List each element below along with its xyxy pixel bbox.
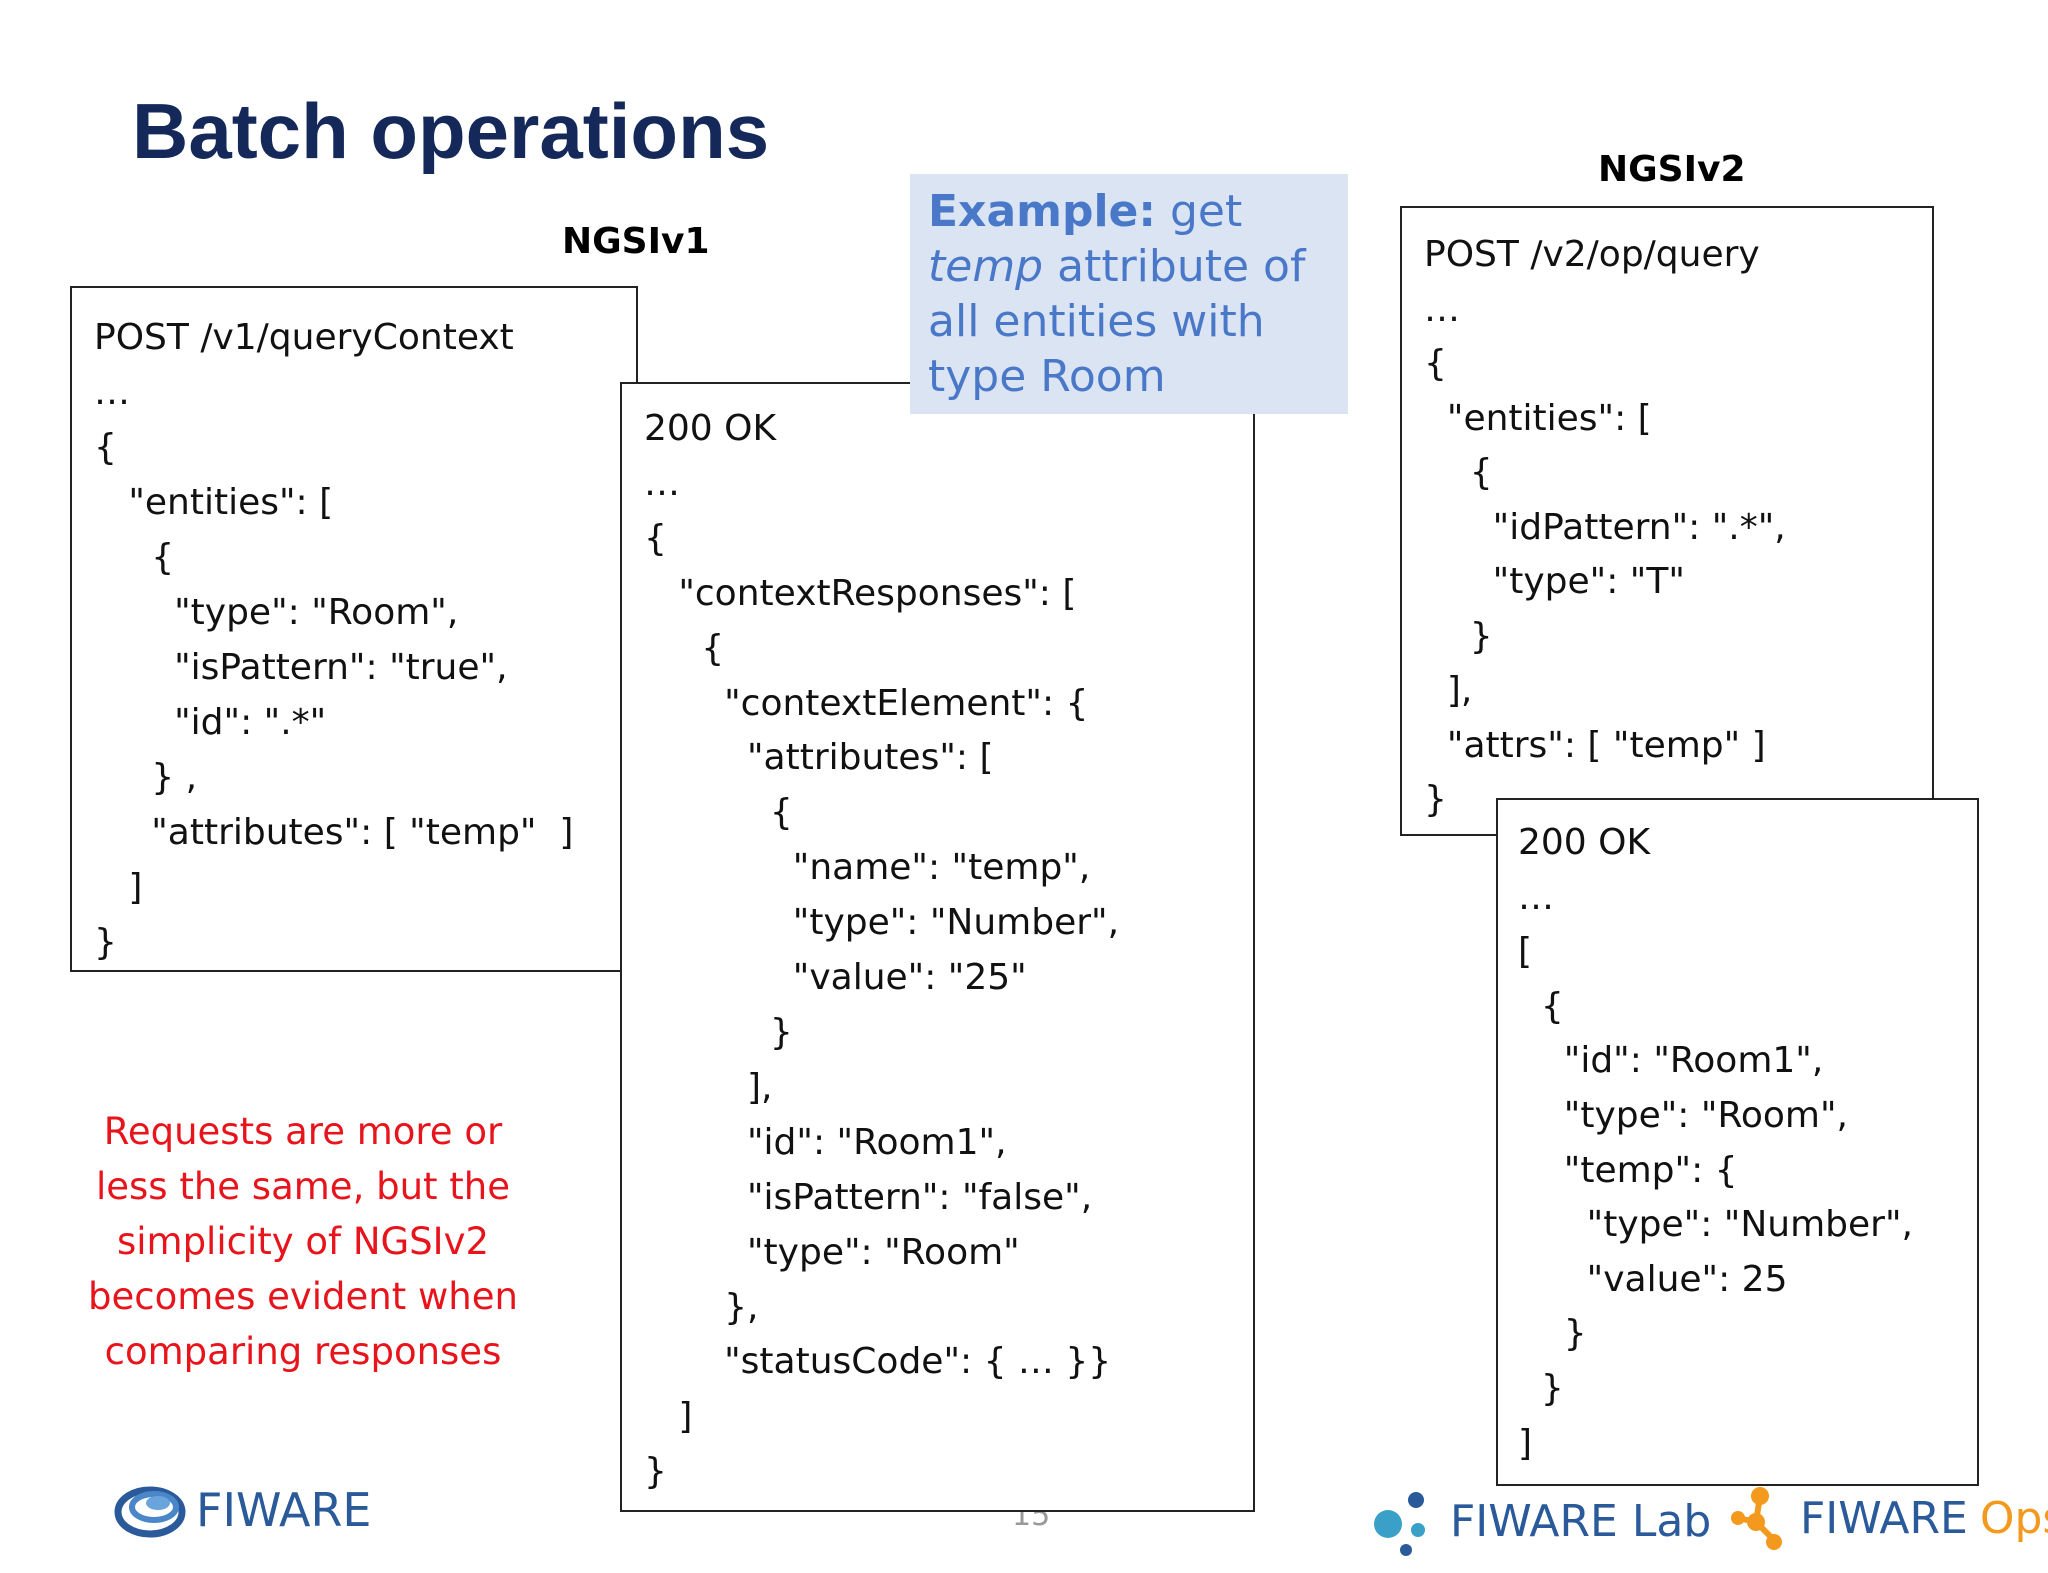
example-lead: Example: bbox=[928, 186, 1156, 237]
ngsiv1-response-code: 200 OK … { "contextResponses": [ { "cont… bbox=[644, 408, 1120, 1493]
example-callout: Example: get temp attribute of all entit… bbox=[910, 174, 1348, 414]
fiware-lab-text: FIWARE Lab bbox=[1450, 1496, 1712, 1547]
comparison-note: Requests are more or less the same, but … bbox=[88, 1110, 518, 1373]
ngsiv2-header: NGSIv2 bbox=[1598, 149, 1746, 190]
ngsiv2-request-box: POST /v2/op/query … { "entities": [ { "i… bbox=[1400, 206, 1934, 836]
ngsiv1-request-box: POST /v1/queryContext … { "entities": [ … bbox=[70, 286, 638, 972]
example-text-1: get bbox=[1156, 186, 1243, 237]
ngsiv1-response-box: 200 OK … { "contextResponses": [ { "cont… bbox=[620, 382, 1255, 1512]
fiware-ops-text-b: Ops bbox=[1979, 1493, 2048, 1544]
example-text-2: attribute of all entities with type Room bbox=[928, 241, 1306, 402]
fiware-lab-dots-icon bbox=[1374, 1492, 1425, 1556]
fiware-ops-logo: FIWARE Ops bbox=[1730, 1484, 2048, 1554]
fiware-lab-logo: FIWARE Lab bbox=[1370, 1486, 1711, 1558]
fiware-logo-text: FIWARE bbox=[196, 1483, 372, 1537]
fiware-logo: FIWARE bbox=[114, 1480, 372, 1540]
fiware-swirl-icon bbox=[114, 1486, 186, 1538]
fiware-ops-nodes-icon bbox=[1731, 1487, 1782, 1550]
slide-title: Batch operations bbox=[132, 87, 770, 175]
ngsiv1-header: NGSIv1 bbox=[562, 221, 710, 262]
fiware-ops-text-a: FIWARE bbox=[1800, 1493, 1968, 1544]
example-italic: temp bbox=[928, 241, 1044, 292]
ngsiv2-response-box: 200 OK … [ { "id": "Room1", "type": "Roo… bbox=[1496, 798, 1979, 1486]
ngsiv2-response-code: 200 OK … [ { "id": "Room1", "type": "Roo… bbox=[1518, 822, 1913, 1464]
ngsiv2-request-code: POST /v2/op/query … { "entities": [ { "i… bbox=[1424, 234, 1786, 820]
ngsiv1-request-code: POST /v1/queryContext … { "entities": [ … bbox=[94, 317, 574, 963]
